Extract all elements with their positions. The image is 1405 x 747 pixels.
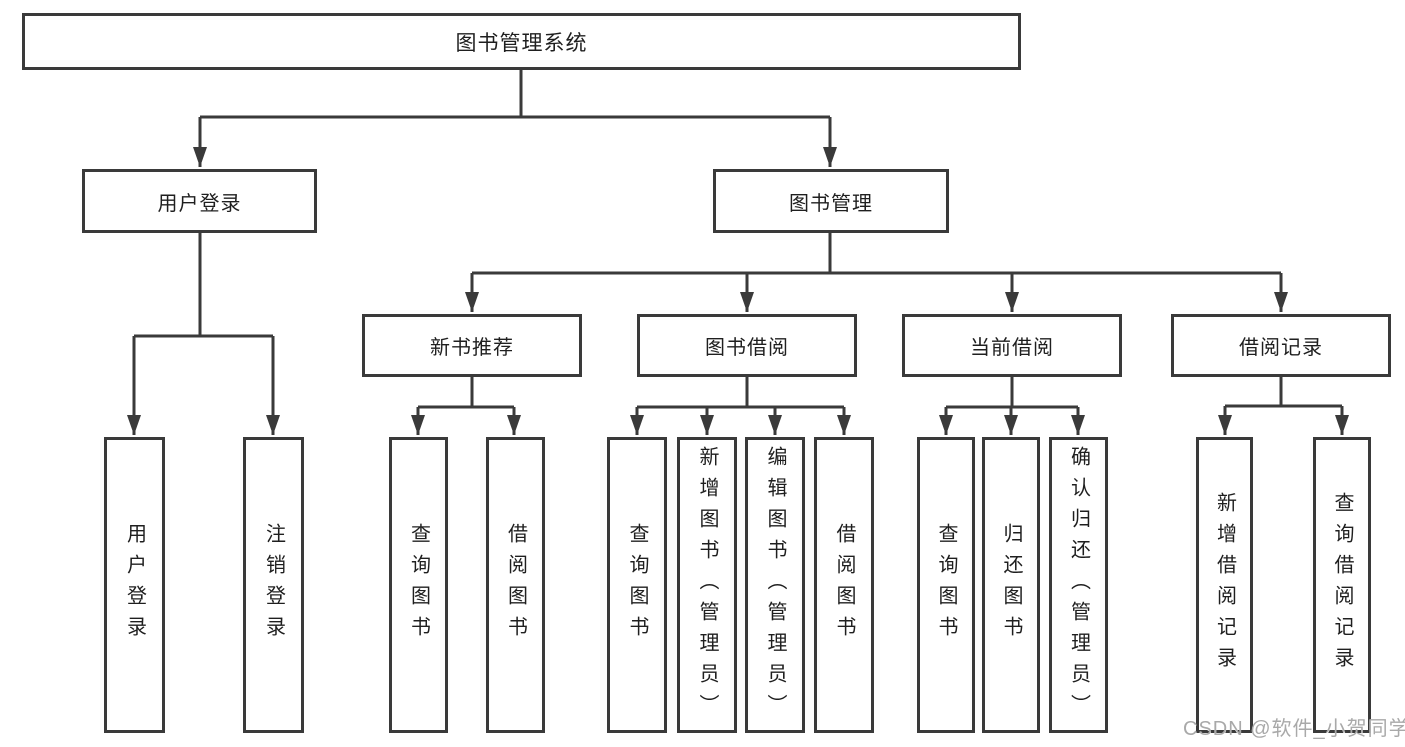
node-library-system: 图书管理系统	[22, 13, 1021, 70]
node-leaf-rec-borrow-books: 借阅图书	[486, 437, 545, 733]
node-user-login: 用户登录	[82, 169, 317, 233]
node-leaf-bb-add-books-admin: 新增图书（管理员）	[677, 437, 737, 733]
arrows-level-3	[465, 273, 1288, 312]
node-leaf-bb-edit-books-admin: 编辑图书（管理员）	[745, 437, 805, 733]
node-leaf-cb-confirm-return-admin: 确认归还（管理员）	[1049, 437, 1108, 733]
node-current-borrowing: 当前借阅	[902, 314, 1122, 377]
node-leaf-cb-return-books: 归还图书	[982, 437, 1040, 733]
node-borrow-records: 借阅记录	[1171, 314, 1391, 377]
node-leaf-cb-query-books: 查询图书	[917, 437, 975, 733]
node-leaf-logout: 注销登录	[243, 437, 304, 733]
node-leaf-br-query-record: 查询借阅记录	[1313, 437, 1371, 733]
node-leaf-rec-query-books: 查询图书	[389, 437, 448, 733]
node-leaf-bb-query-books: 查询图书	[607, 437, 667, 733]
node-leaf-br-add-record: 新增借阅记录	[1196, 437, 1253, 733]
node-leaf-bb-borrow-books: 借阅图书	[814, 437, 874, 733]
node-book-borrowing: 图书借阅	[637, 314, 857, 377]
node-book-management: 图书管理	[713, 169, 949, 233]
node-new-book-recommend: 新书推荐	[362, 314, 582, 377]
node-leaf-user-login: 用户登录	[104, 437, 165, 733]
csdn-watermark: CSDN @软件_小贺同学	[1183, 718, 1405, 740]
arrows-level-2	[193, 117, 837, 167]
